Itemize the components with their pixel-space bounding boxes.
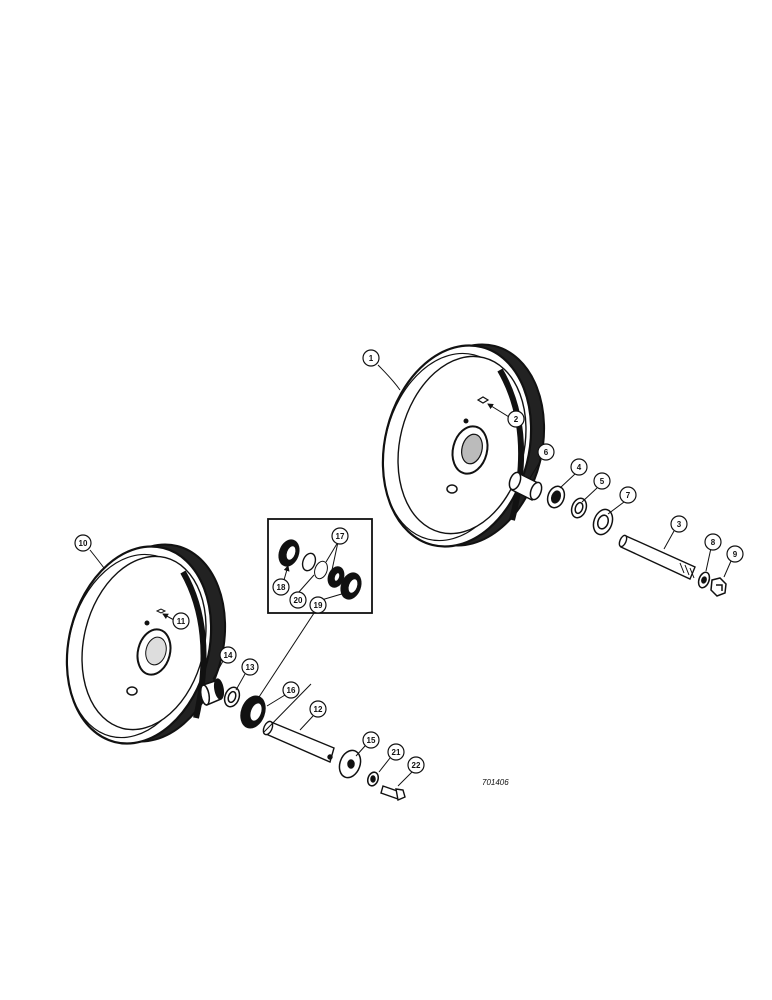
- svg-text:9: 9: [733, 550, 738, 559]
- callout-2: 2: [507, 410, 525, 428]
- callout-6: 6: [537, 443, 555, 461]
- callout-9: 9: [726, 545, 744, 563]
- callout-20: 20: [289, 591, 307, 609]
- callout-13: 13: [241, 658, 259, 676]
- bolt-22: [380, 785, 406, 801]
- seal-detail-inset: [267, 518, 373, 614]
- shaft-3: [618, 534, 696, 580]
- bushing-14: [199, 678, 225, 707]
- callout-7: 7: [619, 486, 637, 504]
- plug-2: [476, 396, 490, 404]
- idler-wheel-right: [381, 343, 546, 548]
- callout-3: 3: [670, 515, 688, 533]
- svg-text:21: 21: [392, 748, 401, 757]
- lockwasher-21: [366, 771, 380, 787]
- callout-5: 5: [593, 472, 611, 490]
- callout-18: 18: [272, 578, 290, 596]
- svg-text:6: 6: [544, 448, 549, 457]
- svg-text:2: 2: [514, 415, 519, 424]
- svg-text:1: 1: [369, 354, 374, 363]
- svg-text:10: 10: [79, 539, 88, 548]
- nut-9: [710, 577, 727, 597]
- shaft-12: [262, 720, 335, 763]
- svg-text:4: 4: [577, 463, 582, 472]
- bearing-13: [223, 686, 241, 708]
- svg-text:8: 8: [711, 538, 716, 547]
- figure-number: 701406: [482, 778, 509, 787]
- washer-15: [338, 749, 362, 779]
- svg-text:17: 17: [336, 532, 345, 541]
- callout-16: 16: [282, 681, 300, 699]
- seal-16: [240, 695, 266, 729]
- callout-8: 8: [704, 533, 722, 551]
- leader-lines: [89, 364, 732, 787]
- bushing-6: [508, 471, 543, 502]
- svg-text:11: 11: [177, 617, 186, 626]
- svg-text:13: 13: [246, 663, 255, 672]
- svg-text:20: 20: [294, 596, 303, 605]
- svg-text:14: 14: [224, 651, 233, 660]
- svg-text:22: 22: [412, 761, 421, 770]
- svg-text:15: 15: [367, 736, 376, 745]
- callout-12: 12: [309, 700, 327, 718]
- callout-4: 4: [570, 458, 588, 476]
- svg-text:3: 3: [677, 520, 682, 529]
- callout-1: 1: [362, 349, 380, 367]
- callout-19: 19: [309, 596, 327, 614]
- callout-21: 21: [387, 743, 405, 761]
- svg-text:18: 18: [277, 583, 286, 592]
- svg-text:7: 7: [626, 491, 631, 500]
- svg-text:16: 16: [287, 686, 296, 695]
- callout-17: 17: [331, 527, 349, 545]
- callout-22: 22: [407, 756, 425, 774]
- washer-8: [697, 571, 711, 589]
- callout-11: 11: [172, 612, 190, 630]
- seal-7: [592, 508, 614, 536]
- bearing-cup-5: [570, 497, 588, 519]
- svg-text:5: 5: [600, 477, 605, 486]
- callout-10: 10: [74, 534, 92, 552]
- svg-text:12: 12: [314, 705, 323, 714]
- bearing-cone-4: [546, 485, 566, 509]
- callout-14: 14: [219, 646, 237, 664]
- idler-wheel-left: [65, 543, 227, 745]
- callout-15: 15: [362, 731, 380, 749]
- svg-text:19: 19: [314, 601, 323, 610]
